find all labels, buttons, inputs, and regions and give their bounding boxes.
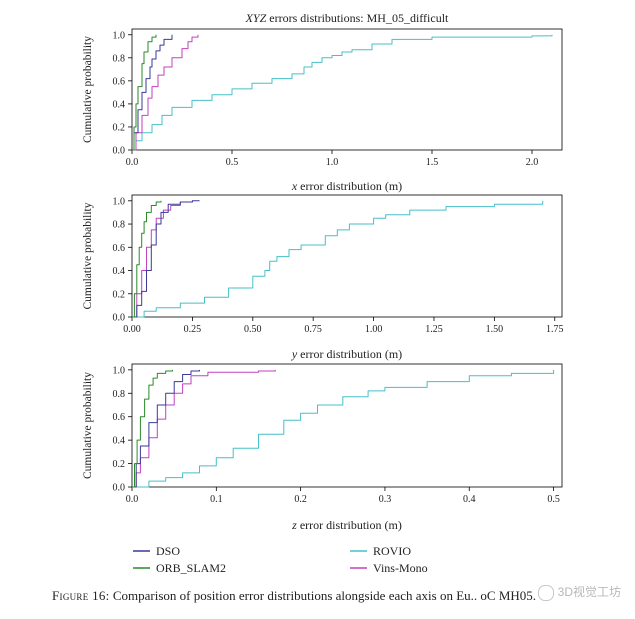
x-tick-label: 2.0 [526, 157, 539, 168]
y-axis-label: Cumulative probability [82, 36, 94, 143]
y-tick-label: 0.0 [113, 483, 126, 494]
y-tick-label: 0.6 [113, 412, 126, 423]
series-line-dso [132, 200, 200, 318]
x-tick-label: 0.00 [123, 324, 141, 335]
y-tick-label: 0.6 [113, 243, 126, 254]
series-line-rovio [132, 369, 555, 488]
series-line-vins-mono [132, 369, 276, 488]
series-line-rovio [132, 200, 544, 318]
y-tick-label: 0.8 [113, 53, 126, 64]
legend: DSO ORB_SLAM2 ROVIO Vins-Mono [133, 544, 428, 575]
x-tick-label: 0.50 [244, 324, 262, 335]
x-axis-label: x error distribution (m) [291, 179, 402, 193]
x-tick-label: 1.0 [326, 157, 339, 168]
series-line-dso [132, 34, 173, 151]
x-tick-label: 0.5 [226, 157, 239, 168]
legend-label-rovio: ROVIO [373, 544, 411, 558]
x-tick-label: 1.00 [365, 324, 383, 335]
watermark-text: 3D视觉工坊 [557, 585, 621, 599]
y-tick-label: 0.8 [113, 220, 126, 231]
series-line-rovio [132, 34, 553, 151]
chart-panel-2: 0.0 0.2 0.4 0.6 0.8 1.0 0.00 0.25 0.50 0.75 1.00 1.… [82, 194, 564, 361]
chart-panel-1: 0.0 0.2 0.4 0.6 0.8 1.0 0.0 0.5 1.0 1.5 2.0 Cumulat… [82, 11, 563, 193]
series-line-orb-slam2 [132, 34, 157, 151]
x-tick-label: 0.5 [547, 494, 560, 505]
x-tick-label: 0.4 [463, 494, 476, 505]
chart-title: XYZ errors distributions: MH_05_difficul… [245, 11, 449, 25]
legend-label-vins-mono: Vins-Mono [373, 561, 428, 575]
y-tick-label: 0.4 [113, 266, 126, 277]
wechat-icon [537, 584, 554, 601]
figure-caption: Figure 16: Comparison of position error … [52, 588, 536, 604]
legend-label-orb-slam2: ORB_SLAM2 [156, 561, 226, 575]
x-tick-label: 0.75 [304, 324, 322, 335]
x-tick-label: 1.75 [546, 324, 564, 335]
caption-text: Comparison of position error distributio… [109, 588, 537, 603]
series-line-dso [132, 369, 200, 488]
y-tick-label: 0.2 [113, 122, 126, 133]
plot-frame [131, 194, 563, 318]
watermark: 3D视觉工坊 [537, 583, 621, 601]
y-tick-label: 0.4 [113, 99, 126, 110]
legend-label-dso: DSO [156, 544, 180, 558]
y-axis-label: Cumulative probability [82, 372, 94, 479]
y-tick-label: 0.8 [113, 389, 126, 400]
plot-frame [131, 28, 563, 151]
y-tick-label: 0.0 [113, 146, 126, 157]
y-tick-label: 1.0 [113, 196, 126, 207]
y-axis-label: Cumulative probability [82, 202, 94, 309]
x-tick-label: 1.25 [425, 324, 443, 335]
x-tick-label: 1.50 [486, 324, 504, 335]
x-tick-label: 0.2 [294, 494, 307, 505]
x-axis-label: z error distribution (m) [291, 518, 402, 532]
x-tick-label: 1.5 [426, 157, 439, 168]
series-line-vins-mono [132, 34, 199, 151]
x-tick-label: 0.0 [126, 157, 139, 168]
series-line-vins-mono [132, 200, 193, 318]
x-tick-label: 0.0 [126, 494, 139, 505]
x-tick-label: 0.3 [379, 494, 392, 505]
series-line-orb-slam2 [132, 200, 162, 318]
x-tick-label: 0.25 [184, 324, 202, 335]
series-line-orb-slam2 [132, 369, 173, 488]
caption-label: Figure 16: [52, 588, 110, 603]
plot-frame [131, 363, 563, 488]
chart-panel-3: 0.0 0.2 0.4 0.6 0.8 1.0 0.0 0.1 0.2 0.3 0.4 0.5 Cumu… [82, 363, 563, 532]
y-tick-label: 1.0 [113, 365, 126, 376]
x-axis-label: y error distribution (m) [291, 347, 402, 361]
y-tick-label: 0.2 [113, 459, 126, 470]
y-tick-label: 0.4 [113, 436, 126, 447]
y-tick-label: 1.0 [113, 30, 126, 41]
y-tick-label: 0.6 [113, 76, 126, 87]
x-tick-label: 0.1 [210, 494, 223, 505]
y-tick-label: 0.2 [113, 289, 126, 300]
y-tick-label: 0.0 [113, 313, 126, 324]
